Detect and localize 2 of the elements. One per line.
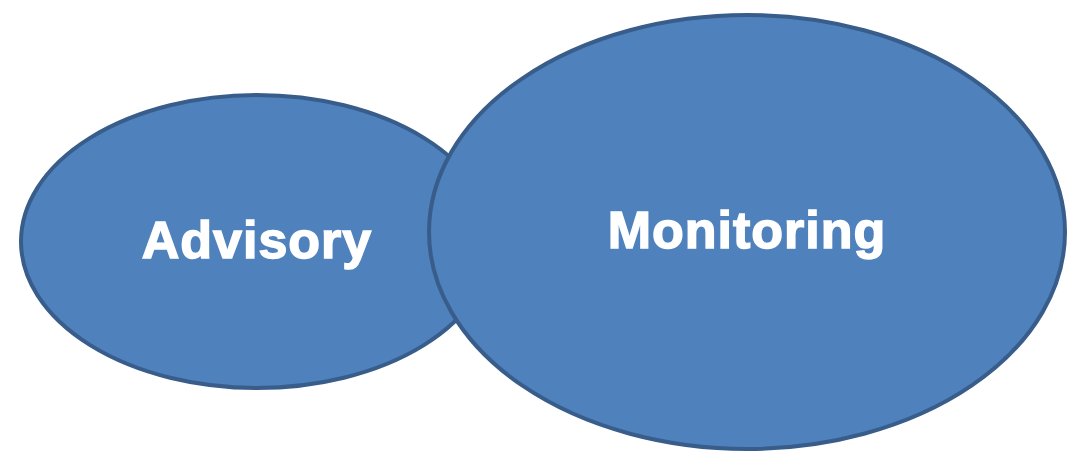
node-label: Advisory <box>141 209 373 270</box>
node-label: Monitoring <box>607 200 887 260</box>
